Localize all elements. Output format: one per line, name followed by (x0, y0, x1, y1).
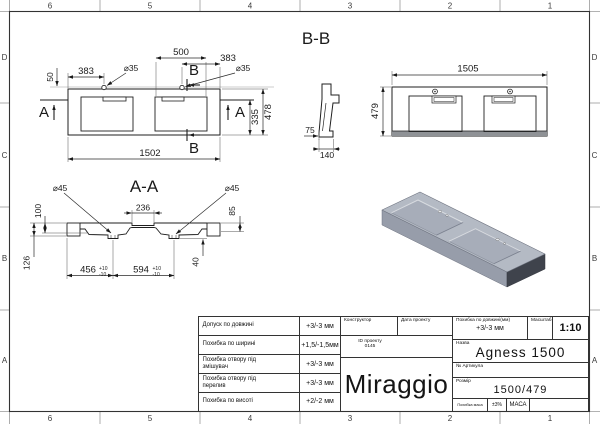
dim-383-right: 383 (220, 53, 236, 64)
mass-tolerance-label-cell: Похибка маса (452, 398, 488, 412)
tolerance-row-label: Похибка отвору під перелив (197, 373, 300, 393)
dim-594-tol-minus: -10 (153, 272, 160, 278)
dim-100: 100 (33, 204, 43, 218)
zone-col-bottom: 1 (548, 414, 553, 423)
dim-479: 479 (370, 103, 381, 119)
size-cell: Розмір 1500/479 (452, 377, 589, 399)
size-value: 1500/479 (493, 383, 548, 396)
dim-dia35-left: ⌀35 (124, 63, 139, 73)
zone-col-bottom: 3 (348, 414, 353, 423)
section-letter-a-left: A (39, 104, 49, 121)
dim-383-left: 383 (78, 66, 94, 77)
dim-140: 140 (320, 150, 334, 160)
plan-view-section-marks (40, 79, 254, 141)
section-bb-profile (318, 83, 340, 138)
section-letter-b-bottom: B (189, 140, 199, 157)
dim-500: 500 (173, 47, 189, 58)
tolerance-row-label: Похибка по висоті (197, 392, 300, 412)
length-tolerance-label: Похибка по довжині(мм) (456, 318, 511, 323)
isometric-basin-left (391, 199, 464, 236)
length-tolerance-value: +3/-3 мм (476, 324, 504, 332)
dim-1505: 1505 (457, 64, 478, 75)
size-label: Розмір (456, 379, 471, 384)
project-date-cell: Дата проекту (397, 316, 453, 336)
section-letter-a-right: A (235, 104, 245, 121)
mass-label-cell: МАСА (506, 398, 530, 412)
tolerance-row-value: +1,5/-1,5мм (299, 335, 341, 355)
zone-col-bottom: 6 (48, 414, 53, 423)
section-aa-geometry (66, 222, 221, 239)
tolerance-row-label: Похибка по ширині (197, 335, 300, 355)
zone-row-left: C (2, 151, 8, 160)
dim-dia45-left: ⌀45 (53, 183, 68, 193)
dim-50: 50 (45, 72, 55, 82)
dim-236: 236 (136, 203, 150, 213)
tolerance-row-value: +3/-3 мм (299, 316, 341, 336)
plan-view-right-dims (380, 71, 548, 137)
tolerance-row-value: +3/-3 мм (299, 373, 341, 393)
dim-85: 85 (227, 206, 237, 216)
isometric-view (381, 191, 546, 288)
dim-456-tol-minus: -10 (99, 272, 106, 278)
tolerance-row-label: Похибка отвору під змішувач (197, 354, 300, 374)
dim-75: 75 (305, 125, 315, 135)
zone-col-top: 3 (348, 2, 353, 11)
length-tolerance-cell: Похибка по довжині(мм) +3/-3 мм (452, 316, 528, 340)
brand-logo: Miraggio (340, 357, 453, 412)
scale-label-cell: Масштаб (527, 316, 553, 340)
zone-row-left: A (2, 356, 8, 365)
zone-row-left: B (2, 254, 7, 263)
dim-dia45-right: ⌀45 (225, 183, 240, 193)
article-cell: № Артикула (452, 362, 589, 378)
section-aa-dims (30, 192, 244, 279)
name-cell: Назва Agness 1500 (452, 339, 589, 363)
dim-456-tol-plus: +10 (99, 266, 108, 272)
zone-col-top: 1 (548, 2, 553, 11)
isometric-basin-right (448, 228, 521, 265)
dim-478: 478 (263, 104, 274, 120)
name-label: Назва (456, 341, 470, 346)
dim-dia35-right: ⌀35 (236, 63, 251, 73)
section-bb-dims (304, 130, 340, 152)
zone-col-top: 6 (48, 2, 53, 11)
project-id-value: 0145 (364, 344, 376, 349)
plan-view-dim-lines (55, 56, 265, 161)
zone-col-bottom: 5 (148, 414, 153, 423)
zone-col-top: 5 (148, 2, 153, 11)
zone-row-right: A (592, 356, 598, 365)
dim-594: 594 (133, 265, 149, 276)
dim-126: 126 (22, 256, 32, 270)
scale-value-cell: 1:10 (552, 316, 589, 340)
dim-335: 335 (250, 109, 261, 125)
zone-row-right: B (592, 254, 597, 263)
zone-row-right: C (592, 151, 598, 160)
tolerance-row-value: +2/-2 мм (299, 392, 341, 412)
dim-1502: 1502 (139, 148, 160, 159)
mass-tolerance-value-cell: ±3% (487, 398, 507, 412)
zone-col-bottom: 4 (248, 414, 253, 423)
constructor-cell: Конструктор (340, 316, 398, 336)
tolerance-row-label: Допуск по довжині (197, 316, 300, 336)
plan-view-right-geometry (391, 86, 548, 137)
product-name: Agness 1500 (475, 344, 566, 360)
plan-view-geometry (50, 84, 274, 136)
zone-col-bottom: 2 (448, 414, 453, 423)
project-id-cell: ID проекту 0145 (340, 335, 453, 358)
view-title-aa: A-A (130, 177, 159, 196)
dim-594-tol-plus: +10 (153, 266, 162, 272)
project-id-label: ID проекту (358, 339, 382, 344)
zone-col-top: 2 (448, 2, 453, 11)
view-title-bb: B-B (302, 29, 330, 48)
dim-40: 40 (191, 257, 201, 267)
zone-row-right: D (592, 53, 598, 62)
section-letter-b-top: B (189, 62, 199, 79)
zone-col-top: 4 (248, 2, 253, 11)
mass-empty-cell (529, 398, 589, 412)
dim-456: 456 (80, 265, 96, 276)
zone-row-left: D (2, 53, 8, 62)
tolerance-row-value: +3/-3 мм (299, 354, 341, 374)
